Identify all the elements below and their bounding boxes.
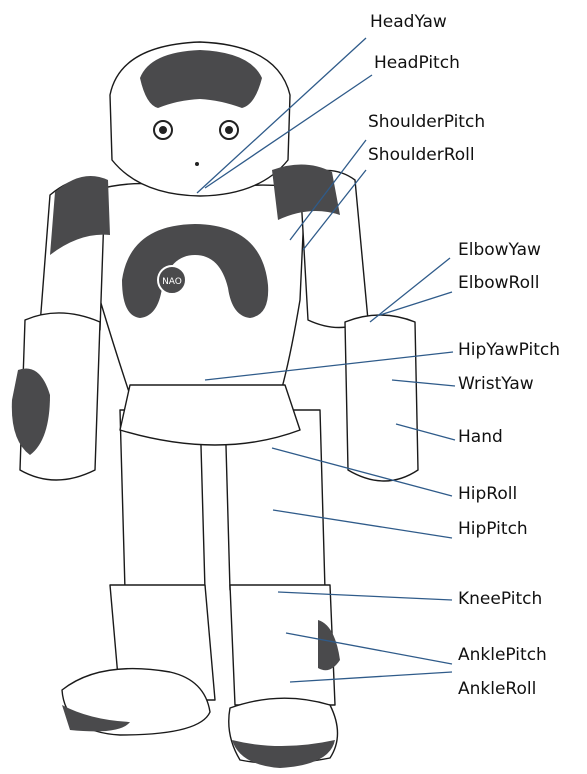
label-shoulder-pitch: ShoulderPitch	[368, 112, 485, 132]
right-forearm	[345, 315, 418, 481]
chest-logo-text: NAO	[162, 277, 182, 287]
label-ankle-pitch: AnklePitch	[458, 645, 547, 665]
label-knee-pitch: KneePitch	[458, 589, 542, 609]
label-shoulder-roll: ShoulderRoll	[368, 145, 475, 165]
label-hip-yaw-pitch: HipYawPitch	[458, 340, 560, 360]
label-hip-pitch: HipPitch	[458, 519, 528, 539]
mouth	[195, 162, 199, 166]
label-ankle-roll: AnkleRoll	[458, 679, 536, 699]
label-head-yaw: HeadYaw	[370, 12, 447, 32]
label-elbow-roll: ElbowRoll	[458, 273, 539, 293]
label-elbow-yaw: ElbowYaw	[458, 240, 541, 260]
label-wrist-yaw: WristYaw	[458, 374, 534, 394]
pelvis	[120, 385, 300, 445]
label-hand: Hand	[458, 427, 503, 447]
label-head-pitch: HeadPitch	[374, 53, 460, 73]
label-hip-roll: HipRoll	[458, 484, 517, 504]
leader-elbow-yaw	[370, 258, 450, 322]
leader-elbow-roll	[380, 292, 452, 315]
